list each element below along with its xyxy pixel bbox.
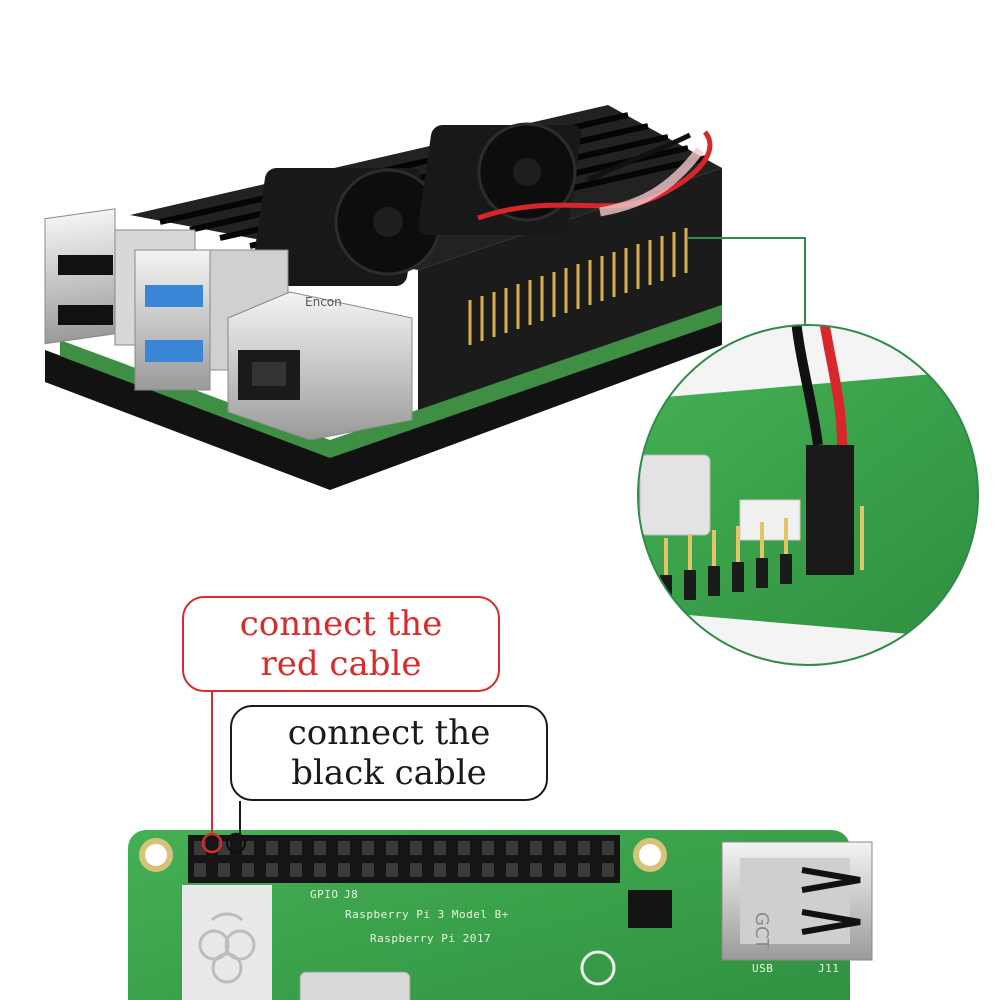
zoom-black-wire xyxy=(791,325,823,446)
callout-black-cable: connect the black cable xyxy=(230,705,548,801)
fan-connector-housing xyxy=(806,445,854,575)
board-usb-logo-text: GCT xyxy=(751,912,772,951)
ethernet-port: Encon xyxy=(227,291,413,441)
fan-wire-sleeve xyxy=(599,147,704,217)
silk-usb: USB xyxy=(752,962,774,975)
raspberry-pi-case: Encon xyxy=(44,105,722,490)
case-base-plate xyxy=(45,320,722,490)
black-pin-marker xyxy=(225,832,247,854)
zoom-inset xyxy=(637,324,979,666)
silk-j8: J8 xyxy=(344,888,359,901)
board-raspberry-mark-icon xyxy=(580,950,616,986)
case-front-face xyxy=(418,168,722,410)
gpio-header xyxy=(188,835,620,883)
callout-red-line2: red cable xyxy=(260,644,422,684)
usb-chevron-icon xyxy=(801,867,861,935)
raspberry-pi-board: GCT xyxy=(128,830,873,1000)
jumper-block xyxy=(628,890,672,928)
mount-hole-right xyxy=(633,838,667,872)
mount-hole-left xyxy=(139,838,173,872)
crystal-component xyxy=(299,971,411,1000)
gpio-pins xyxy=(194,841,614,877)
cooling-fan-left xyxy=(251,168,442,286)
callout-red-line1: connect the xyxy=(239,604,443,644)
silk-gpio: GPIO xyxy=(310,888,339,901)
callout-black-line2: black cable xyxy=(291,753,487,793)
gpio-pin-row xyxy=(468,228,688,345)
zoom-leader-line xyxy=(688,237,806,326)
silk-j11: J11 xyxy=(818,962,840,975)
callout-black-line1: connect the xyxy=(287,713,491,753)
silk-board-model: Raspberry Pi 3 Model B+ xyxy=(345,908,509,921)
pcb-edge xyxy=(60,305,722,458)
rj45-logo-text: Encon xyxy=(305,295,342,309)
raspberry-logo-icon xyxy=(198,912,256,984)
zoom-red-wire xyxy=(819,325,847,446)
silk-copyright: Raspberry Pi 2017 xyxy=(370,932,492,945)
fan-black-wire xyxy=(586,132,692,183)
callout-red-cable: connect the red cable xyxy=(182,596,500,692)
